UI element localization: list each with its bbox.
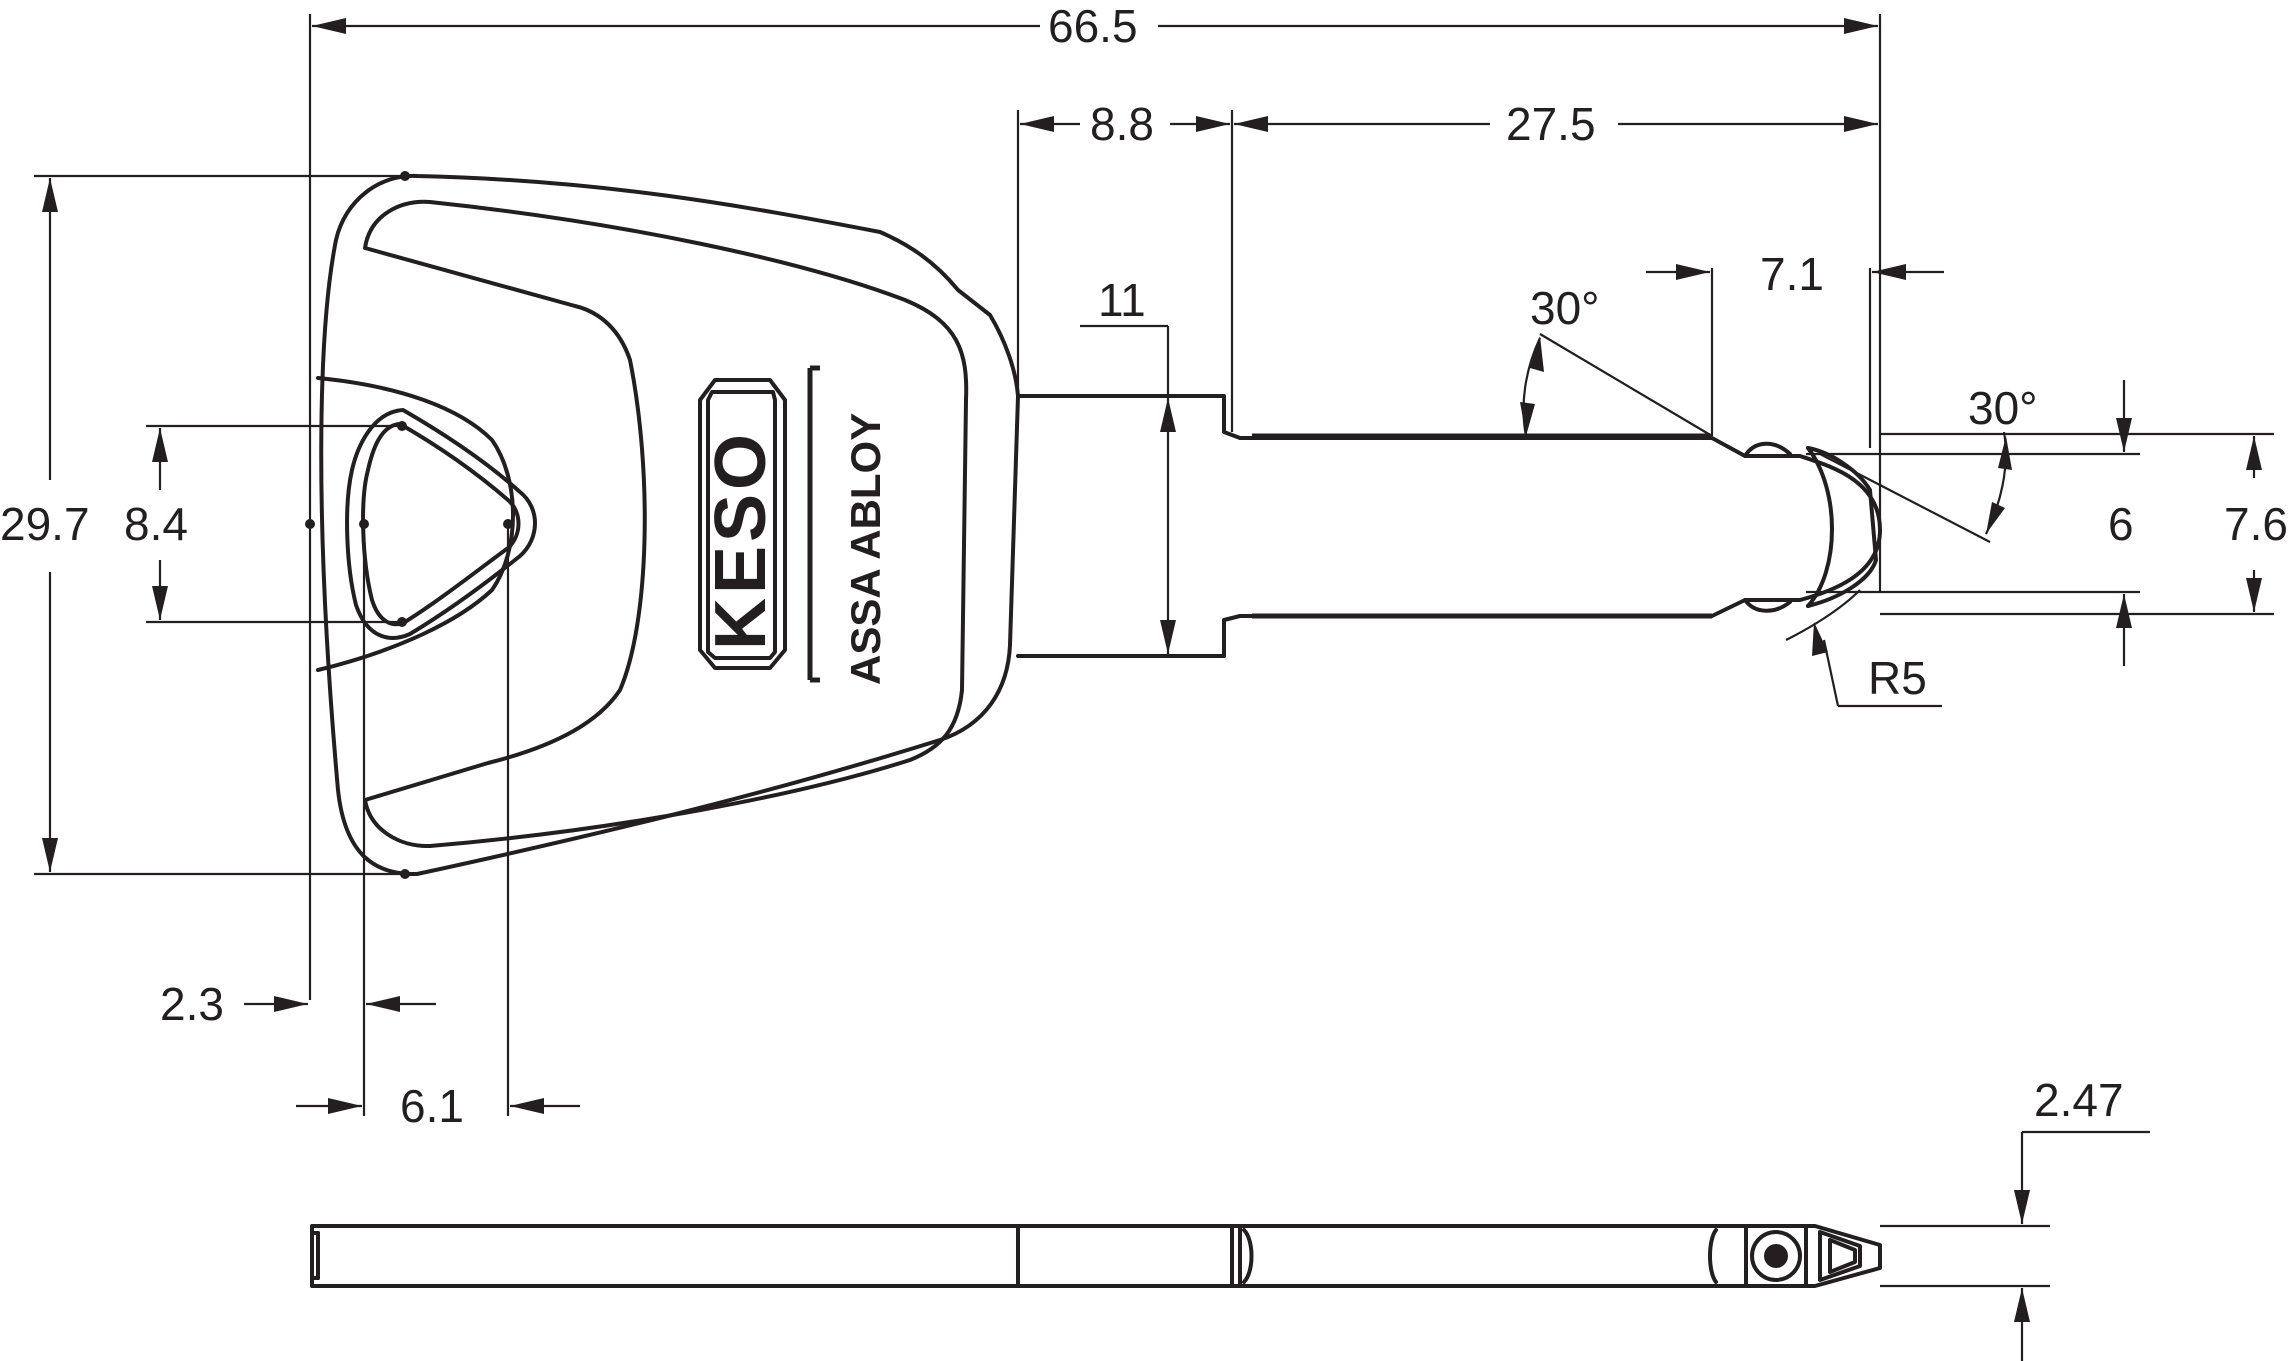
- tip-angle-upper-label: 30°: [1530, 282, 1600, 334]
- key-head-outline: [319, 173, 1020, 877]
- head-height-label: 29.7: [0, 498, 90, 550]
- hole-width-label: 6.1: [400, 1080, 464, 1132]
- tip-cap: [1806, 446, 1878, 608]
- side-view-outline: [310, 1224, 1882, 1288]
- blade-length-label: 27.5: [1506, 98, 1596, 150]
- key-head-inner-outline: [363, 199, 969, 849]
- tip-length-label: 7.1: [1760, 248, 1824, 300]
- vertex-markers: [305, 171, 513, 879]
- side-view-pin: [1764, 1244, 1788, 1268]
- key-front-view: KESO ASSA ABLOY: [316, 173, 1882, 877]
- bow-hole: [361, 422, 521, 627]
- thickness-label: 2.47: [2034, 1074, 2124, 1126]
- keso-logo: KESO: [698, 378, 787, 670]
- neck-length-label: 8.8: [1090, 98, 1154, 150]
- grip-contour-left: [316, 376, 515, 672]
- tip-notch-lower: [1743, 598, 1792, 613]
- side-view-pin-ring: [1750, 1230, 1802, 1282]
- dimension-lines: [34, 14, 2274, 1361]
- tip-curve: [1806, 446, 1834, 608]
- tip-notch-upper: [1743, 441, 1792, 458]
- blade-width-label: 7.6: [2224, 498, 2288, 550]
- neck-width-label: 11: [1098, 274, 1146, 326]
- key-side-view: [310, 1224, 1882, 1288]
- overall-length-label: 66.5: [1048, 0, 1138, 52]
- dimension-labels: 66.5 8.8 27.5 7.1 11 30° 30° 29.7 8.4 6 …: [0, 0, 2288, 1132]
- keso-logo-text: KESO: [701, 430, 781, 650]
- tip-width-label: 6: [2108, 498, 2134, 550]
- bow-hole-ring: [345, 408, 537, 640]
- bow-hole-height-label: 8.4: [124, 498, 188, 550]
- company-name-text: ASSA ABLOY: [842, 413, 889, 685]
- tip-angle-right-label: 30°: [1968, 382, 2038, 434]
- tip-radius-label: R5: [1868, 652, 1927, 704]
- hole-offset-label: 2.3: [160, 978, 224, 1030]
